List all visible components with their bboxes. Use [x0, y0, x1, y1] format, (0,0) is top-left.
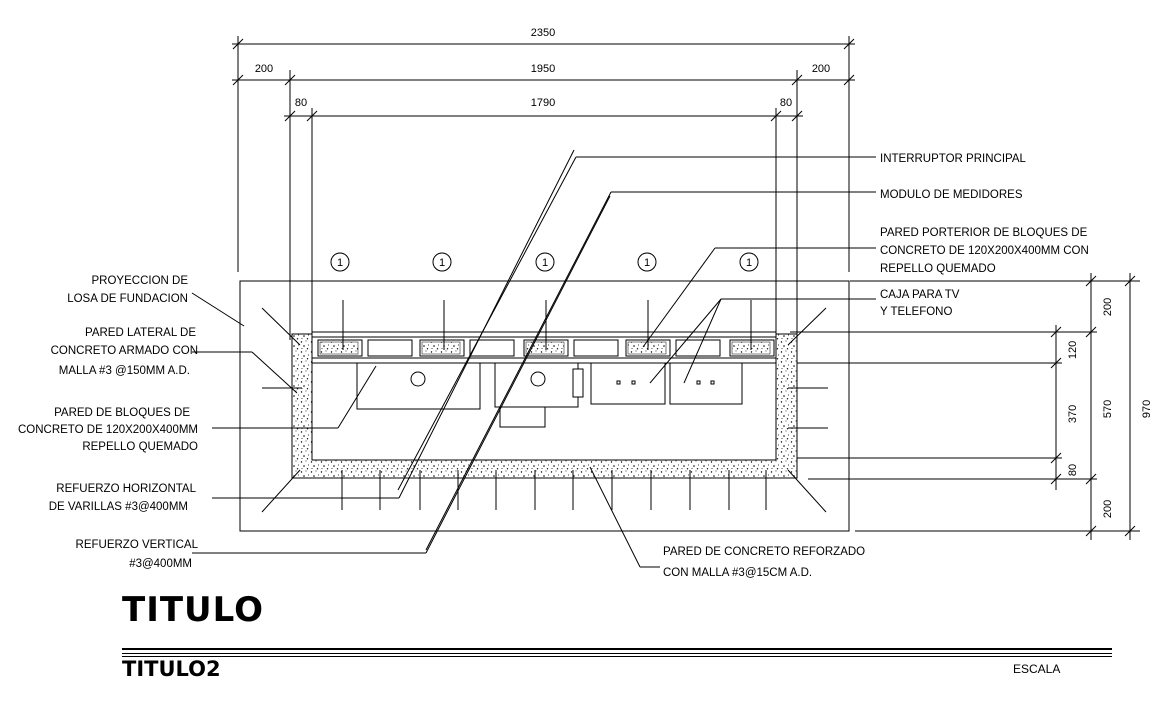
- label-pared-concreto-1: PARED DE CONCRETO REFORZADO: [663, 546, 865, 558]
- label-pared-bloques-2: CONCRETO DE 120X200X400MM: [18, 424, 198, 436]
- dim-right-offset: 200: [812, 63, 830, 75]
- dim-middle-width: 1950: [531, 63, 555, 75]
- foundation-slab-outline: [239, 280, 850, 532]
- dim-left-offset: 200: [255, 63, 273, 75]
- bubble-2: 1: [439, 257, 445, 269]
- top-dimensions: [232, 36, 855, 340]
- label-pared-concreto-2: CON MALLA #3@15CM A.D.: [663, 567, 812, 579]
- label-pared-bloques-3: REPELLO QUEMADO: [82, 441, 198, 453]
- dim-inner-width: 1790: [531, 97, 555, 109]
- right-dimensions: [790, 273, 1140, 540]
- dim-bottom-offset: 200: [1102, 500, 1114, 518]
- plan: 1 1 1 1 1: [239, 252, 850, 532]
- bubble-4: 1: [644, 257, 650, 269]
- callout-labels: INTERRUPTOR PRINCIPAL MODULO DE MEDIDORE…: [18, 153, 1089, 579]
- label-refuerzo-v-1: REFUERZO VERTICAL: [76, 539, 199, 551]
- equipment: [356, 362, 743, 428]
- label-refuerzo-v-2: #3@400MM: [129, 558, 192, 570]
- dim-interior-depth: 370: [1067, 405, 1079, 423]
- sheet-subtitle: TITULO2: [122, 657, 221, 681]
- label-refuerzo-h-1: REFUERZO HORIZONTAL: [56, 483, 196, 495]
- detail-bubbles: [330, 252, 759, 272]
- scale-label: ESCALA: [1013, 662, 1061, 676]
- meter-module: [494, 362, 579, 408]
- title-rule-thin-1: [122, 653, 1112, 654]
- label-pared-posterior-2: CONCRETO DE 120X200X400MM CON: [880, 245, 1089, 257]
- dim-total-width: 2350: [531, 27, 555, 39]
- label-modulo: MODULO DE MEDIDORES: [880, 189, 1023, 201]
- sheet-title: TITULO: [122, 590, 264, 630]
- dim-structure-depth: 570: [1102, 400, 1114, 418]
- bubble-1: 1: [337, 257, 343, 269]
- label-pared-lateral-2: CONCRETO ARMADO CON: [51, 345, 198, 357]
- label-refuerzo-h-2: DE VARILLAS #3@400MM: [49, 501, 188, 513]
- top-dimension-labels: 2350 200 1950 200 80 1790 80: [255, 27, 830, 109]
- label-proyeccion-1: PROYECCION DE: [92, 275, 189, 287]
- label-pared-bloques-1: PARED DE BLOQUES DE: [54, 407, 190, 419]
- label-interruptor: INTERRUPTOR PRINCIPAL: [880, 153, 1027, 165]
- dim-back-wall: 120: [1067, 341, 1079, 359]
- label-proyeccion-2: LOSA DE FUNDACION: [67, 293, 188, 305]
- tv-phone-box-1: [590, 362, 666, 405]
- dim-left-wall: 80: [295, 97, 307, 109]
- dim-top-offset: 200: [1102, 298, 1114, 316]
- dim-front-wall: 80: [1067, 464, 1079, 476]
- leader-lines: [191, 149, 876, 568]
- title-rule-thin-2: [122, 656, 1112, 657]
- title-rule-thick: [122, 648, 1112, 650]
- back-block-wall: [311, 331, 777, 364]
- dim-right-wall: 80: [780, 97, 792, 109]
- label-pared-lateral-3: MALLA #3 @150MM A.D.: [59, 365, 190, 377]
- right-dimension-labels: 200 120 370 80 570 200 970: [1067, 298, 1153, 518]
- bubble-3: 1: [542, 257, 548, 269]
- dim-total-depth: 970: [1141, 400, 1153, 418]
- label-caja-1: CAJA PARA TV: [880, 289, 960, 301]
- label-caja-2: Y TELEFONO: [880, 306, 952, 318]
- label-pared-posterior-3: REPELLO QUEMADO: [880, 263, 996, 275]
- bubble-5: 1: [746, 257, 752, 269]
- tv-phone-box-2: [669, 362, 743, 405]
- label-pared-posterior-1: PARED PORTERIOR DE BLOQUES DE: [880, 227, 1088, 239]
- label-pared-lateral-1: PARED LATERAL DE: [85, 327, 196, 339]
